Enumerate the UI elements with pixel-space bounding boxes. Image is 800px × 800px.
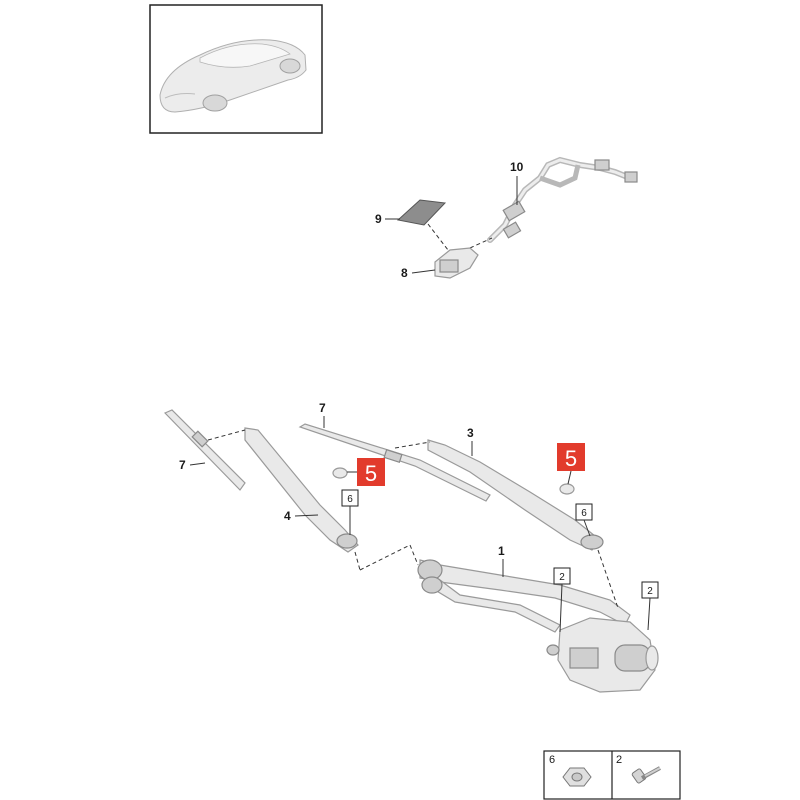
box-6-left-label: 6 xyxy=(347,494,353,505)
boxed-callout-2-right: 2 xyxy=(641,581,659,631)
wiper-motor xyxy=(546,617,659,693)
highlight-5-right-label: 5 xyxy=(565,446,577,471)
wiper-linkage-frame xyxy=(354,544,631,633)
bolt-icon xyxy=(631,766,661,784)
nut-icon xyxy=(562,767,592,787)
wiper-arm-left xyxy=(207,427,359,553)
boxed-callout-2-left: 2 xyxy=(553,567,571,633)
vehicle-thumbnail xyxy=(149,4,323,134)
callout-9: 9 xyxy=(375,212,400,226)
cap-right xyxy=(559,483,575,495)
legend-bolt-label: 2 xyxy=(616,754,622,766)
fastener-legend: 6 2 xyxy=(543,750,681,800)
callout-9-label: 9 xyxy=(375,212,382,226)
car-icon xyxy=(159,39,307,113)
boxed-callout-6-right: 6 xyxy=(575,503,593,537)
cap-left xyxy=(332,467,348,479)
rain-light-sensor xyxy=(434,247,479,279)
callout-4: 4 xyxy=(284,509,319,523)
highlight-callout-5-right: 5 xyxy=(557,443,585,485)
callout-1: 1 xyxy=(498,544,505,577)
highlight-callout-5-left: 5 xyxy=(347,458,385,486)
wiper-arm-right xyxy=(394,439,604,551)
callout-7-left-label: 7 xyxy=(179,458,186,472)
box-2-right-label: 2 xyxy=(647,586,653,597)
box-6-right-label: 6 xyxy=(581,508,587,519)
highlight-5-left-label: 5 xyxy=(365,461,377,486)
legend-nut-label: 6 xyxy=(549,754,555,766)
callout-7-upper: 7 xyxy=(319,401,326,428)
callout-1-label: 1 xyxy=(498,544,505,558)
callout-10-label: 10 xyxy=(510,160,524,174)
callout-3: 3 xyxy=(467,426,474,456)
wiper-blade-left xyxy=(163,409,246,491)
callout-8-label: 8 xyxy=(401,266,408,280)
wiring-harness xyxy=(469,156,638,249)
callout-3-label: 3 xyxy=(467,426,474,440)
callout-7-left: 7 xyxy=(179,458,206,472)
wiper-blade-right xyxy=(298,423,491,502)
box-2-left-label: 2 xyxy=(559,572,565,583)
boxed-callout-6-left: 6 xyxy=(341,489,359,535)
callout-7-upper-label: 7 xyxy=(319,401,326,415)
callout-10: 10 xyxy=(510,160,524,205)
sensor-pad xyxy=(396,199,449,251)
callout-8: 8 xyxy=(401,266,436,280)
callout-4-label: 4 xyxy=(284,509,291,523)
